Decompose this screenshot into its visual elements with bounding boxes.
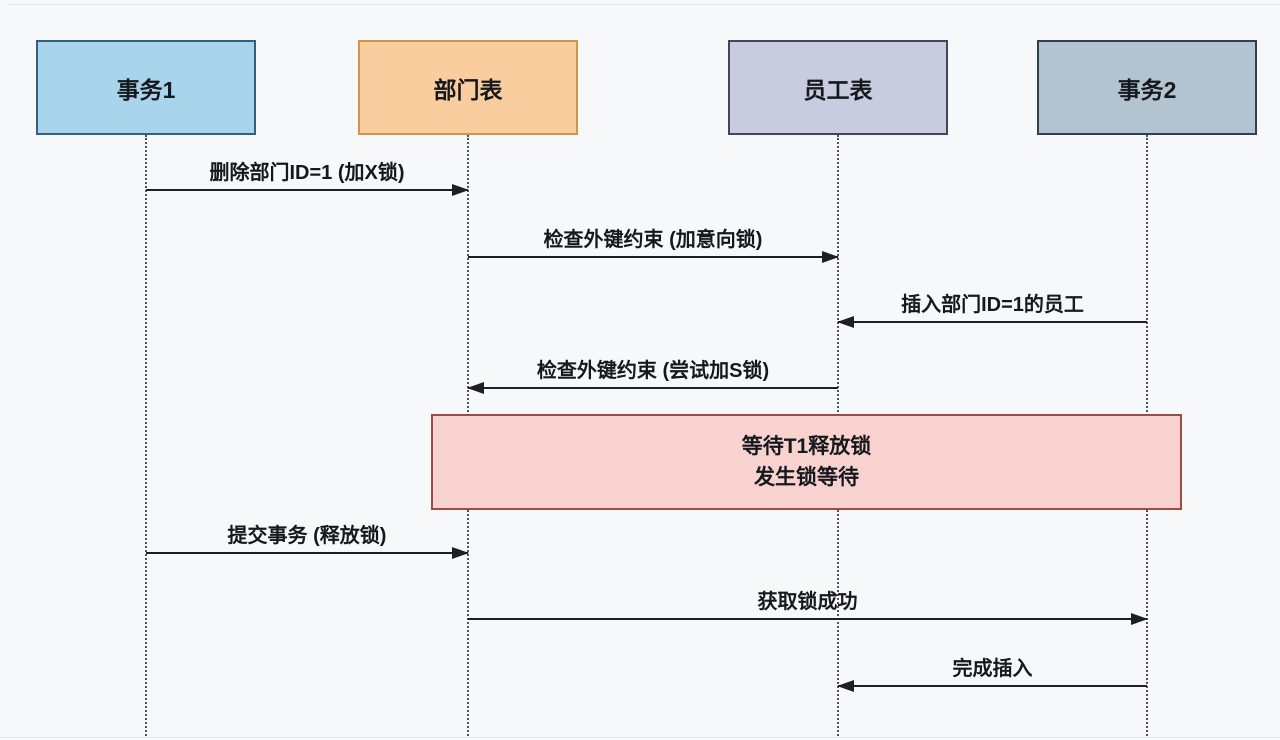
top-divider	[8, 4, 1280, 5]
lifeline-transaction-1	[145, 135, 147, 736]
arrow-line	[837, 316, 1147, 328]
message-commit-release-lock: 提交事务 (释放锁)	[146, 518, 469, 559]
message-label: 完成插入	[952, 658, 1033, 680]
message-label: 删除部门ID=1 (加X锁)	[209, 162, 405, 184]
message-label: 插入部门ID=1的员工	[901, 294, 1084, 316]
arrow-line	[468, 613, 1148, 625]
arrowhead-left-icon	[837, 316, 854, 328]
arrow-line	[468, 251, 839, 263]
message-delete-department: 删除部门ID=1 (加X锁)	[146, 155, 469, 196]
message-acquire-lock-success: 获取锁成功	[468, 584, 1148, 625]
arrowhead-left-icon	[837, 680, 854, 692]
participant-transaction-1: 事务1	[36, 40, 256, 135]
participant-transaction-2: 事务2	[1037, 40, 1257, 135]
lock-wait-note-line1: 等待T1释放锁	[741, 435, 872, 458]
arrowhead-right-icon	[822, 251, 839, 263]
arrowhead-right-icon	[1131, 613, 1148, 625]
arrowhead-left-icon	[467, 382, 484, 394]
message-label: 检查外键约束 (加意向锁)	[543, 229, 763, 251]
message-label: 提交事务 (释放锁)	[227, 525, 387, 547]
participant-department-table: 部门表	[358, 40, 578, 135]
lock-wait-note: 等待T1释放锁 发生锁等待	[431, 414, 1182, 510]
arrowhead-right-icon	[452, 184, 469, 196]
arrow-line	[146, 547, 469, 559]
arrow-line	[146, 184, 469, 196]
arrow-line	[467, 382, 838, 394]
arrow-line	[837, 680, 1147, 692]
arrowhead-right-icon	[452, 547, 469, 559]
lock-wait-note-line2: 发生锁等待	[754, 466, 859, 489]
message-check-fk-s-lock: 检查外键约束 (尝试加S锁)	[467, 353, 838, 394]
bottom-divider	[0, 737, 1280, 738]
message-insert-complete: 完成插入	[837, 651, 1147, 692]
message-check-fk-intent-lock: 检查外键约束 (加意向锁)	[468, 222, 839, 263]
message-label: 检查外键约束 (尝试加S锁)	[536, 360, 770, 382]
message-insert-employee: 插入部门ID=1的员工	[837, 287, 1147, 328]
message-label: 获取锁成功	[757, 591, 858, 613]
participant-employee-table: 员工表	[728, 40, 948, 135]
